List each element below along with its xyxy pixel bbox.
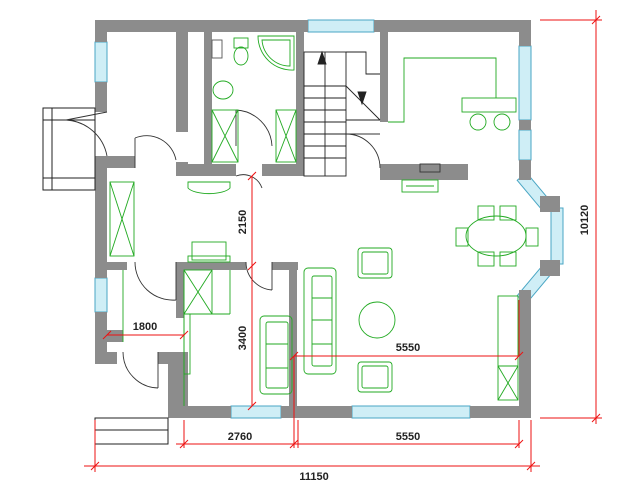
window-left-upper [94,41,108,83]
window-left-lower [94,277,108,313]
window-bay-front [550,207,564,265]
dining-table [455,205,539,267]
dimension-label-3400: 3400 [237,326,249,350]
window-top [307,19,375,33]
dimension-label-5550-inner: 5550 [396,342,420,354]
window-bottom-left [230,405,282,419]
hall-fixtures [109,181,231,406]
dimension-label-2150: 2150 [237,210,249,234]
window-right-mid [518,129,532,161]
rear-steps [94,417,169,445]
walls [95,20,560,418]
window-bottom-right [351,405,471,419]
dimension-lines [84,10,602,472]
living-room [303,247,519,401]
bedroom [259,315,293,395]
window-right-upper [518,45,532,121]
staircase [303,50,381,177]
dimension-label-1800: 1800 [133,321,157,333]
dimension-label-11150: 11150 [299,471,328,483]
kitchen [388,57,517,193]
doors [65,109,381,389]
dimension-label-5550-outer: 5550 [396,431,420,443]
bathroom-fixtures [211,35,297,163]
dimension-label-10120: 10120 [579,205,591,236]
dimension-label-2760: 2760 [228,431,252,443]
